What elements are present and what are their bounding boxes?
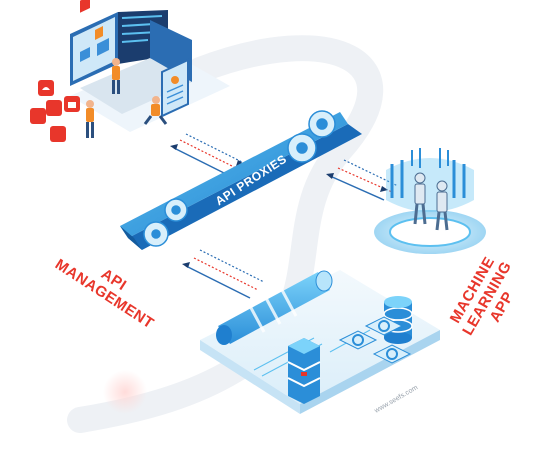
video-icon [30, 108, 46, 124]
chat-icon [46, 100, 62, 116]
data-platform [200, 270, 440, 414]
profile-screen-icon [161, 58, 189, 118]
person-sitting-icon [143, 96, 168, 125]
pipe-icon [216, 270, 333, 345]
gear-icon [287, 133, 317, 163]
person-left-icon [86, 100, 94, 138]
client-apps-illustration [30, 0, 230, 142]
share-icon [50, 126, 66, 142]
gear-box-icon [338, 330, 378, 350]
api-proxies-bar [120, 110, 362, 250]
arrow-icon [326, 173, 334, 179]
arrow-icon [182, 262, 190, 268]
gear-icon [164, 198, 188, 222]
gear-icon [308, 110, 336, 138]
data-stream-right [326, 159, 399, 201]
database-icon [287, 338, 321, 404]
hologram-icon [374, 148, 486, 254]
arrow-icon [170, 144, 178, 150]
person-standing-icon [112, 58, 120, 94]
arrow-icon [380, 186, 388, 192]
background-swoosh [67, 35, 384, 433]
robot-icon [413, 172, 449, 231]
gear-box-icon [372, 344, 412, 364]
app-tiles [30, 80, 80, 142]
gear-icon [143, 221, 169, 247]
monitor-icon [70, 0, 118, 86]
data-stream-bottom [182, 249, 265, 299]
gear-box-icon [364, 316, 404, 336]
